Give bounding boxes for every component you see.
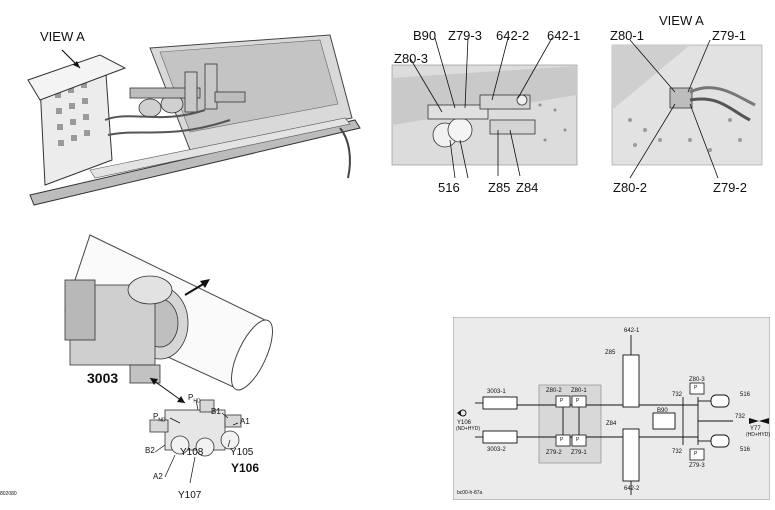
- label-y106: Y106: [457, 420, 472, 426]
- label-z85: Z85: [605, 350, 616, 356]
- label-p-1: P: [560, 398, 564, 404]
- callout-516: 516: [438, 180, 460, 195]
- port-y108: Y108: [180, 447, 204, 458]
- label-p-4: P: [576, 437, 580, 443]
- gearbox-3003-label: 3003: [87, 370, 119, 386]
- overview-panel: VIEW A: [0, 0, 380, 215]
- label-p-5: P: [694, 385, 698, 391]
- gearbox-illustration: [64, 234, 273, 484]
- label-516-bottom: 516: [740, 447, 751, 453]
- valve-detail-panel: B90 Z79-3 642-2 642-1 Z80-3 516 Z85 Z84: [380, 0, 590, 215]
- view-a-panel: VIEW A Z80-1 Z79-1 Z80-2 Z79-2: [590, 0, 775, 215]
- label-516-top: 516: [740, 392, 751, 398]
- port-y105: Y105: [230, 447, 254, 458]
- view-a-pointer-label: VIEW A: [40, 29, 85, 44]
- callout-z80-2: Z80-2: [613, 180, 647, 195]
- label-y106-sub: (ND+HYD): [456, 426, 481, 432]
- port-a2: A2: [153, 472, 163, 481]
- port-y106: Y106: [231, 461, 260, 475]
- label-732-mid: 732: [735, 414, 746, 420]
- port-p-nd-sub: ND: [158, 417, 166, 424]
- label-p-3: P: [560, 437, 564, 443]
- valve-detail-illustration: [391, 37, 578, 179]
- label-z79-1: Z79-1: [571, 450, 587, 456]
- callout-z79-2: Z79-2: [713, 180, 747, 195]
- label-z80-3: Z80-3: [689, 377, 705, 383]
- hydraulic-schematic: 642-1 Z85 3003-1 3003-2 Y106 (ND+HYD) Z8…: [452, 316, 771, 501]
- label-3003-2: 3003-2: [487, 447, 506, 453]
- port-p-nd: PND: [153, 412, 166, 424]
- callout-642-1: 642-1: [547, 28, 581, 43]
- label-z79-3: Z79-3: [689, 463, 705, 469]
- callout-642-2: 642-2: [496, 28, 530, 43]
- frame-illustration: [27, 34, 361, 206]
- schematic-footer: bc00-h-87a: [457, 490, 483, 496]
- label-b90: B90: [657, 408, 668, 414]
- callout-z85: Z85: [488, 180, 511, 195]
- label-3003-1: 3003-1: [487, 389, 506, 395]
- callout-b90: B90: [413, 28, 437, 43]
- port-y107: Y107: [178, 490, 202, 501]
- label-732-top: 732: [672, 392, 683, 398]
- port-p-hd-sub: HD: [193, 398, 201, 405]
- callout-z79-3: Z79-3: [448, 28, 482, 43]
- label-y77: Y77: [750, 426, 761, 432]
- label-y77-sub: (HD+HYD): [746, 432, 771, 438]
- label-642-2: 642-2: [624, 486, 640, 492]
- view-a-title: VIEW A: [659, 13, 704, 28]
- label-732-bottom: 732: [672, 449, 683, 455]
- label-p-6: P: [694, 451, 698, 457]
- port-b1: B1: [211, 407, 221, 416]
- port-b2: B2: [145, 446, 155, 455]
- label-p-2: P: [576, 398, 580, 404]
- label-642-1: 642-1: [624, 328, 640, 334]
- port-p-hd: PHD: [188, 393, 201, 405]
- label-z80-1: Z80-1: [571, 388, 587, 394]
- callout-z80-1: Z80-1: [610, 28, 644, 43]
- gearbox-panel: 3003 PHD PND B1 A1 B2 Y108 Y105 Y106 A2 …: [0, 215, 330, 505]
- view-a-illustration: [611, 39, 763, 179]
- port-a1: A1: [240, 417, 250, 426]
- callout-z80-3: Z80-3: [394, 51, 428, 66]
- callout-z84: Z84: [516, 180, 539, 195]
- label-z79-2: Z79-2: [546, 450, 562, 456]
- figure-id: 802080: [0, 491, 17, 497]
- callout-z79-1: Z79-1: [712, 28, 746, 43]
- label-z80-2: Z80-2: [546, 388, 562, 394]
- schematic-diagram: [452, 316, 771, 501]
- label-z84: Z84: [606, 421, 617, 427]
